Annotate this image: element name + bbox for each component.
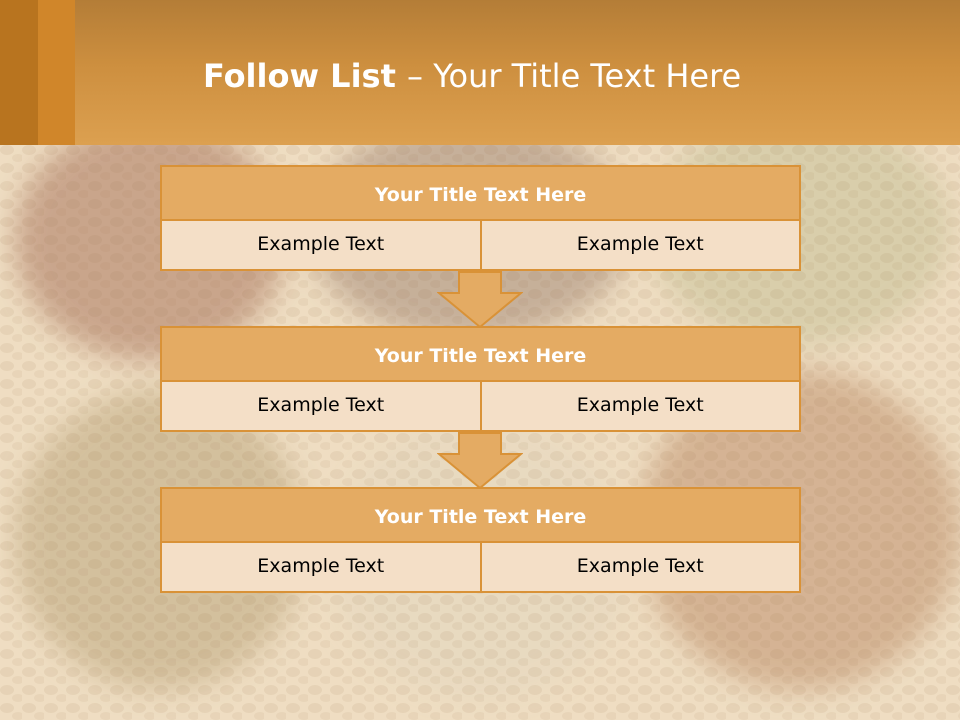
down-arrow-icon — [437, 271, 523, 329]
accent-stripe — [38, 0, 75, 145]
accent-stripe — [0, 0, 38, 145]
block-row: Example Text Example Text — [160, 543, 801, 593]
block-title[interactable]: Your Title Text Here — [160, 165, 801, 221]
list-block[interactable]: Your Title Text Here Example Text Exampl… — [160, 326, 801, 432]
slide-title-rest: – Your Title Text Here — [407, 57, 742, 95]
list-block[interactable]: Your Title Text Here Example Text Exampl… — [160, 487, 801, 593]
block-title[interactable]: Your Title Text Here — [160, 487, 801, 543]
block-row: Example Text Example Text — [160, 382, 801, 432]
list-block[interactable]: Your Title Text Here Example Text Exampl… — [160, 165, 801, 271]
block-title[interactable]: Your Title Text Here — [160, 326, 801, 382]
slide-title[interactable]: Follow List – Your Title Text Here — [203, 52, 741, 100]
block-cell-right[interactable]: Example Text — [481, 543, 801, 593]
block-cell-right[interactable]: Example Text — [481, 382, 801, 432]
block-cell-left[interactable]: Example Text — [160, 221, 482, 271]
slide-title-bold: Follow List — [203, 57, 408, 95]
down-arrow-icon — [437, 432, 523, 490]
block-cell-right[interactable]: Example Text — [481, 221, 801, 271]
block-cell-left[interactable]: Example Text — [160, 382, 482, 432]
title-band: Follow List – Your Title Text Here — [0, 0, 960, 145]
block-cell-left[interactable]: Example Text — [160, 543, 482, 593]
block-row: Example Text Example Text — [160, 221, 801, 271]
